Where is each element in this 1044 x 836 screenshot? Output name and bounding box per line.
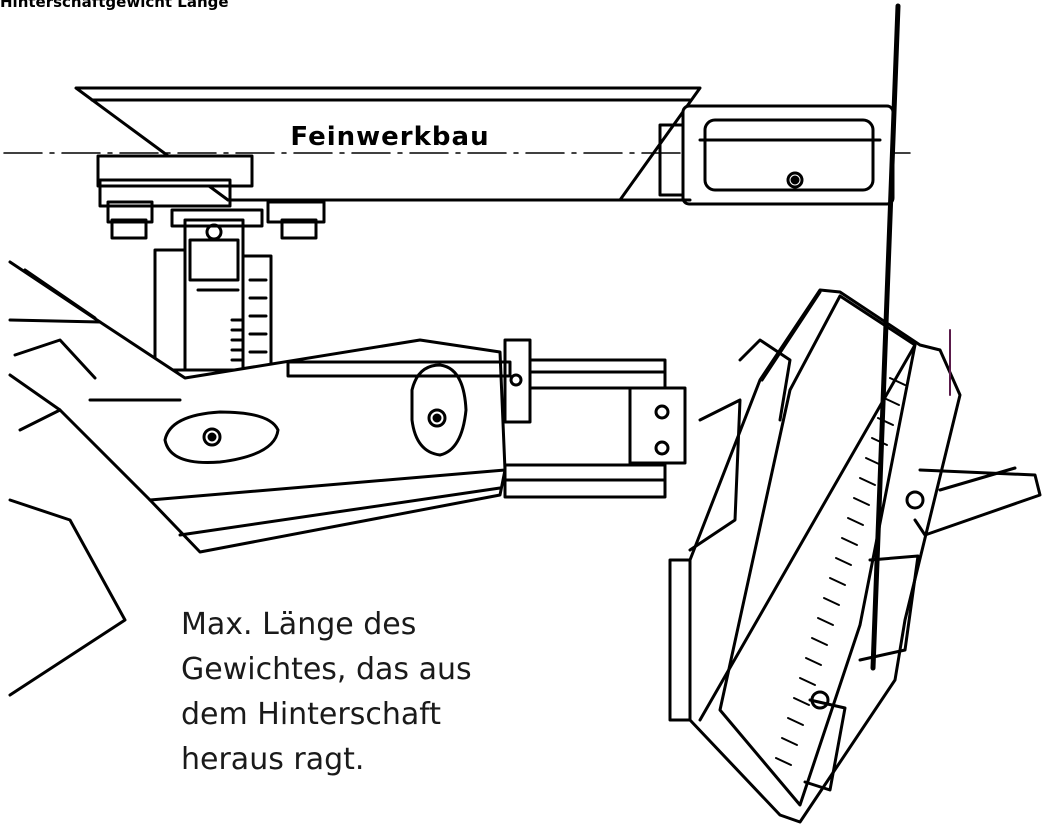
riser-column: [153, 218, 273, 374]
stock-bosses: [163, 363, 468, 465]
reference-line: [870, 3, 901, 671]
caption-line: heraus ragt.: [181, 742, 365, 777]
annotation-caption: Max. Länge des Gewichtes, das aus dem Hi…: [181, 602, 511, 782]
caption-line: Gewichtes, das aus: [181, 652, 472, 687]
caption-line: Max. Länge des: [181, 607, 417, 642]
brand-label: Feinwerkbau: [290, 122, 489, 152]
rail-bars: [286, 338, 687, 499]
caption-line: dem Hinterschaft: [181, 697, 442, 732]
butt-plate: [668, 288, 1042, 824]
cylinder-screw: [786, 171, 804, 189]
serration-teeth: [775, 377, 906, 766]
top-caption: Hinterschaftgewicht Länge: [0, 0, 229, 11]
tray-clamp: [96, 154, 326, 240]
